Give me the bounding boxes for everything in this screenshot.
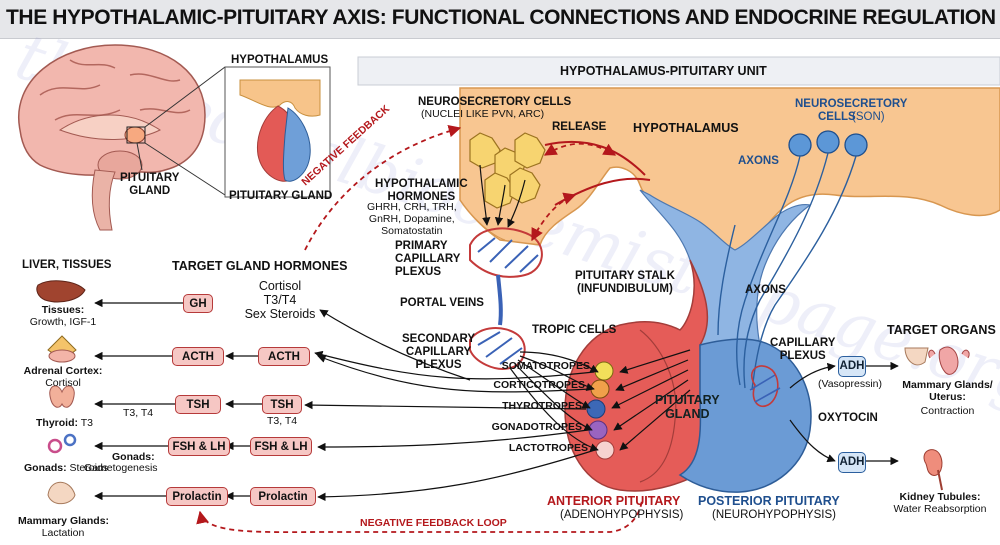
oxytocin-label: OXYTOCIN <box>818 412 878 424</box>
brain-pituitary-label: PITUITARY GLAND <box>120 172 180 197</box>
inset-pituitary-label: PITUITARY GLAND <box>229 190 333 202</box>
fsh-lh-pill-right: FSH & LH <box>250 437 312 456</box>
thyroid-label: Thyroid: T3 <box>36 417 93 430</box>
target-organs-header: TARGET ORGANS <box>887 323 996 337</box>
gonads-icon <box>47 433 77 454</box>
diagram-title: THE HYPOTHALAMIC-PITUITARY AXIS: FUNCTIO… <box>6 6 996 29</box>
kidney-icon <box>923 449 943 491</box>
kidney-text: Water Reabsorption <box>893 503 987 515</box>
posterior-pituitary-shape <box>678 338 812 493</box>
neurosecretory-cells-illustration <box>469 132 546 209</box>
prolactin-pill-left: Prolactin <box>166 487 228 506</box>
liver-tissues-header: LIVER, TISSUES <box>22 259 112 271</box>
posterior-pituitary-label: POSTERIOR PITUITARY <box>698 494 840 508</box>
axons-mid-label: AXONS <box>745 284 786 296</box>
gonads-text: Steroids <box>69 462 109 474</box>
son-label-3: (SON) <box>852 111 885 123</box>
tsh-pill-right: TSH <box>262 395 302 414</box>
acth-pill-right: ACTH <box>258 347 310 366</box>
sex-steroids-text: Sex Steroids <box>244 307 316 321</box>
tissues-bold: Tissues: <box>41 304 85 316</box>
unit-header: HYPOTHALAMUS-PITUITARY UNIT <box>560 64 767 78</box>
thyroid-icon <box>49 385 75 408</box>
cell-label-gonadotropes: GONADOTROPES <box>491 421 582 433</box>
inset-hypothalamus-label: HYPOTHALAMUS <box>231 54 329 66</box>
secondary-plexus-label: SECONDARY CAPILLARY PLEXUS <box>402 333 476 371</box>
anterior-pituitary-label: ANTERIOR PITUITARY <box>547 494 681 508</box>
cell-label-somatotropes: SOMATOTROPES <box>501 360 590 372</box>
adrenal-text: Cortisol <box>45 377 81 389</box>
portal-system <box>469 227 543 370</box>
cortisol-text: Cortisol <box>258 279 302 293</box>
fsh-lh-pill-left: FSH & LH <box>168 437 230 456</box>
pituitary-stalk-label: PITUITARY STALK (INFUNDIBULUM) <box>575 270 675 295</box>
tsh-pill-left: TSH <box>175 395 221 414</box>
acth-pill-left: ACTH <box>172 347 224 366</box>
portal-veins-label: PORTAL VEINS <box>400 297 484 309</box>
t3-t4-right: T3, T4 <box>267 415 298 427</box>
gh-pill: GH <box>183 294 213 313</box>
mammary-uterus-text: Contraction <box>920 405 975 417</box>
hypothalamic-hormones-label: HYPOTHALAMIC HORMONES <box>375 178 468 203</box>
brain-illustration <box>17 44 206 231</box>
adenohypophysis-label: (ADENOHYPOPHYSIS) <box>560 509 684 521</box>
prolactin-pill-right: Prolactin <box>250 487 316 506</box>
neurohypophysis-label: (NEUROHYPOPHYSIS) <box>712 509 836 521</box>
cell-label-thyrotropes: THYROTROPES <box>502 400 582 412</box>
vasopressin-label: (Vasopressin) <box>818 378 882 390</box>
t3-t4-left: T3, T4 <box>123 407 154 419</box>
cell-label-corticotropes: CORTICOTROPES <box>493 379 585 391</box>
thyroid-bold: Thyroid: <box>36 417 78 429</box>
adh-pill-bottom: ADH <box>838 452 866 473</box>
mammary-bold: Mammary Glands: <box>18 515 110 527</box>
cell-label-lactotropes: LACTOTROPES <box>508 442 588 454</box>
pituitary-gland-label: PITUITARY GLAND <box>655 393 720 421</box>
tropic-cells-label: TROPIC CELLS <box>532 324 617 336</box>
release-label: RELEASE <box>552 121 607 133</box>
gonads2-bold: Gonads: <box>112 451 155 463</box>
primary-plexus-label: PRIMARY CAPILLARY PLEXUS <box>395 240 461 278</box>
mammary-text: Lactation <box>41 527 85 539</box>
liver-icon <box>36 280 86 303</box>
target-gland-hormones-header: TARGET GLAND HORMONES <box>172 259 348 273</box>
gonads2-text: Gametogenesis <box>84 462 158 474</box>
tissues-text: Growth, IGF-1 <box>29 316 97 328</box>
son-neurons <box>788 130 868 157</box>
adh-pill-top: ADH <box>838 356 866 377</box>
unit-header-box <box>357 56 1000 86</box>
t3t4-text: T3/T4 <box>263 293 297 307</box>
son-label-2: CELLS <box>818 111 856 123</box>
neurosecretory-cells-label: NEUROSECRETORY CELLS <box>418 96 572 108</box>
mammary-uterus-icon <box>904 346 970 375</box>
hormone-list: GHRH, CRH, TRH, GnRH, Dopamine, Somatost… <box>367 201 457 237</box>
thyroid-text: T3 <box>80 417 93 429</box>
gonads-label: Gonads: Steroids <box>24 462 109 475</box>
adrenal-bold: Adrenal Cortex: <box>23 365 103 377</box>
gonads-bold: Gonads: <box>24 462 67 474</box>
kidney-bold: Kidney Tubules: <box>899 491 981 503</box>
tropic-cells <box>586 361 615 460</box>
capillary-plexus-label: CAPILLARY PLEXUS <box>770 337 836 362</box>
nuclei-label: (NUCLEI LIKE PVN, ARC) <box>421 108 545 120</box>
hypothalamus-label: HYPOTHALAMUS <box>633 121 739 135</box>
son-label-1: NEUROSECRETORY <box>795 98 908 110</box>
adrenal-icon <box>47 335 77 363</box>
posterior-capillary-plexus <box>749 365 781 407</box>
title-bar: THE HYPOTHALAMIC-PITUITARY AXIS: FUNCTIO… <box>0 0 1000 39</box>
mammary-uterus-bold: Mammary Glands/ Uterus: <box>902 379 993 403</box>
axons-top-label: AXONS <box>738 155 779 167</box>
negative-feedback-loop-label: NEGATIVE FEEDBACK LOOP <box>360 517 507 529</box>
mammary-icon <box>47 481 76 505</box>
